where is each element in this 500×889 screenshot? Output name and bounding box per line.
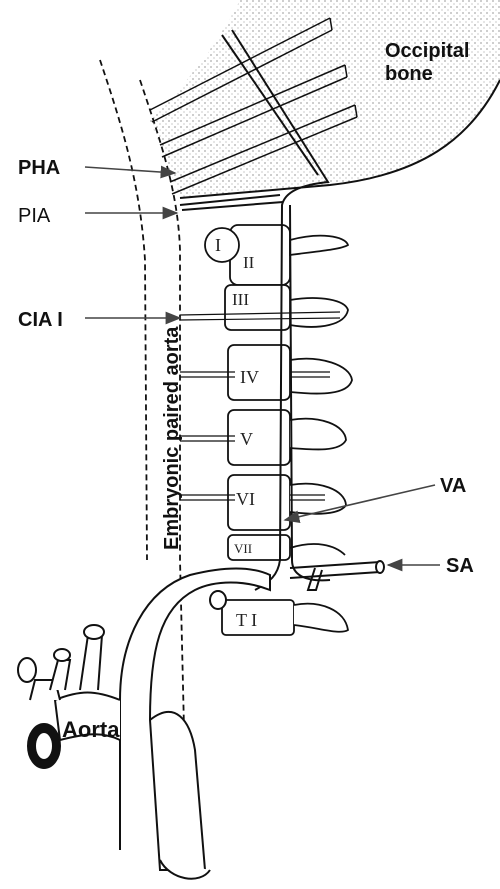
va-label: VA (440, 475, 466, 497)
vertebra-iv-label: IV (240, 367, 259, 387)
sa-label: SA (446, 555, 474, 577)
cia-label: CIA I (18, 309, 63, 331)
vertebra-v-label: V (240, 429, 253, 449)
embryonic-paired-aorta-label: Embryonic paired aorta (161, 326, 183, 550)
occipital-label-line2: bone (385, 63, 433, 85)
subclavian-artery (290, 561, 384, 590)
occipital-label-line1: Occipital (385, 40, 469, 62)
pha-arrow (85, 167, 175, 173)
segmental-arteries (180, 312, 340, 500)
vertebra-t1-label: T I (236, 610, 257, 630)
aorta-label: Aorta (62, 717, 120, 742)
pia-label: PIA (18, 205, 51, 227)
vertebra-vii-label: VII (234, 541, 252, 556)
pha-label: PHA (18, 157, 60, 179)
vertebra-iii-label: III (232, 290, 249, 309)
vertebra-vi-label: VI (236, 489, 255, 509)
vertebra-i-label: I (215, 235, 221, 255)
vertebra-ii-label: II (243, 253, 255, 272)
